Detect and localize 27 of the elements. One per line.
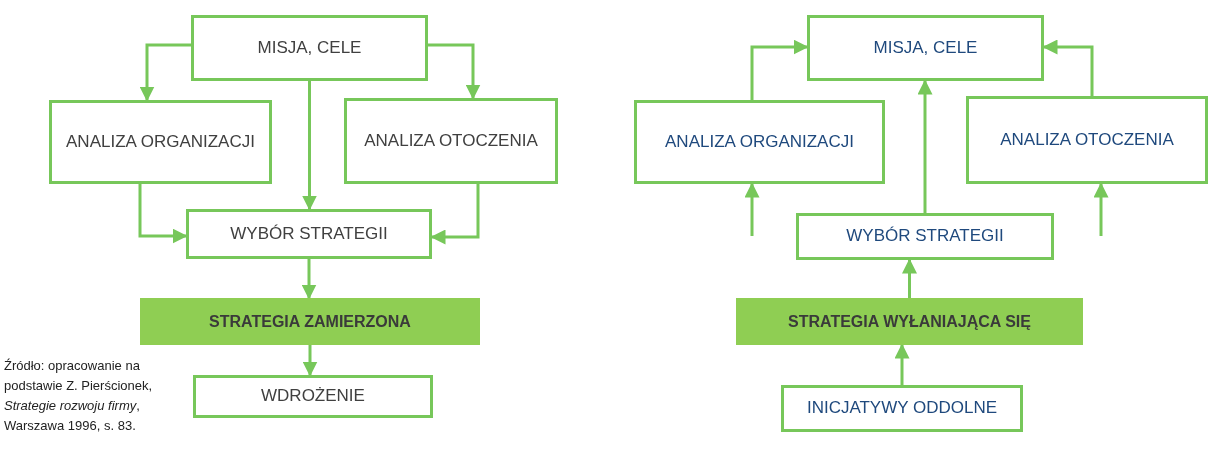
arrow [894,343,910,385]
arrow [430,184,480,245]
process-box: ANALIZA OTOCZENIA [966,96,1208,184]
arrow [138,184,188,244]
process-box: INICJATYWY ODDOLNE [781,385,1023,432]
process-box: WYBÓR STRATEGII [796,213,1054,260]
arrow [1093,182,1109,236]
arrow [302,345,318,377]
process-box: ANALIZA ORGANIZACJI [634,100,885,184]
process-box: MISJA, CELE [807,15,1044,81]
highlighted-box: STRATEGIA WYŁANIAJĄCA SIĘ [736,298,1083,345]
arrow [750,39,809,100]
arrow [139,43,191,102]
caption: Źródło: opracowanie na podstawie Z. Pierścionek, Strategie rozwoju firmy, Warszawa 1996, s. 83. [4,357,154,435]
arrow [1042,39,1094,96]
process-box: ANALIZA OTOCZENIA [344,98,558,184]
process-box: WDROŻENIE [193,375,433,418]
arrow [744,182,760,236]
arrow [917,79,933,213]
process-box: WYBÓR STRATEGII [186,209,432,259]
process-box: MISJA, CELE [191,15,428,81]
process-box: ANALIZA ORGANIZACJI [49,100,272,184]
arrow [428,43,481,100]
arrow [302,81,317,211]
arrow [902,258,917,298]
arrow [301,259,317,300]
highlighted-box: STRATEGIA ZAMIERZONA [140,298,480,345]
